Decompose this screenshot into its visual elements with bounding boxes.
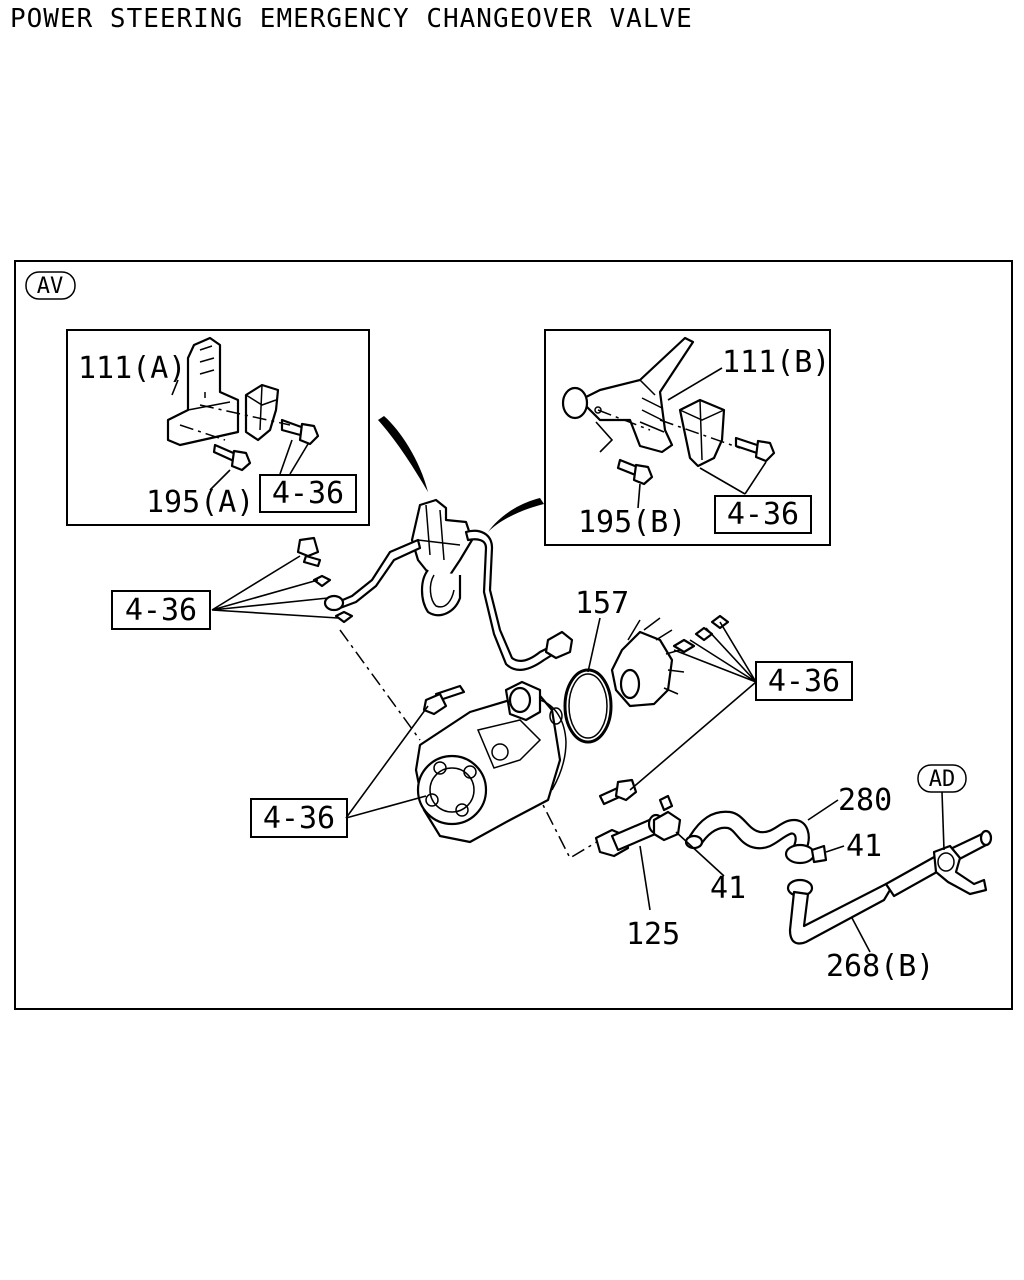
centerline-2 xyxy=(509,739,601,860)
label-41-right: 41 xyxy=(846,829,882,864)
banjo-fitting-icon xyxy=(323,594,345,612)
hardware-upper-left xyxy=(296,536,354,624)
clamp-a-icon xyxy=(244,383,280,442)
label-ref-a: 4-36 xyxy=(272,476,344,511)
callout-ref-lower-left: 4-36 xyxy=(263,801,335,836)
clamp-b-icon xyxy=(678,398,726,468)
hose-280-icon xyxy=(688,810,810,852)
washer-icon xyxy=(312,574,332,588)
callout-ref-upper-left: 4-36 xyxy=(125,593,197,628)
grommet-icon xyxy=(561,386,589,420)
hose-clip-upper-icon xyxy=(652,794,682,842)
callout-box-lower-left xyxy=(250,798,348,838)
label-41-lower: 41 xyxy=(710,871,746,906)
callout-ref-right: 4-36 xyxy=(768,664,840,699)
label-268b: 268(B) xyxy=(826,949,934,984)
hose-clip-lower-icon xyxy=(784,843,828,865)
tube-clamp-icon xyxy=(932,844,988,896)
label-111b: 111(B) xyxy=(722,345,830,380)
label-ref-b: 4-36 xyxy=(727,497,799,532)
label-111a: 111(A) xyxy=(78,351,186,386)
bracket-a-icon xyxy=(166,336,240,447)
o-ring-icon xyxy=(563,668,613,744)
label-280: 280 xyxy=(838,783,892,818)
diagram-frame xyxy=(14,260,1013,1010)
inset-a: 111(A) 195(A) 4-36 xyxy=(66,329,370,526)
callout-box-upper-left xyxy=(111,590,211,630)
callout-box-right xyxy=(755,661,853,701)
pump-icon xyxy=(414,680,567,844)
label-195b: 195(B) xyxy=(578,505,686,540)
pipe-nut-icon xyxy=(544,630,574,660)
inset-a-pointer xyxy=(378,416,428,492)
changeover-valve-icon xyxy=(323,498,574,671)
rotor-gear-icon xyxy=(610,614,730,708)
centerline-1 xyxy=(339,629,421,741)
rotor-washer-1-icon xyxy=(672,638,696,654)
inset-b-pointer xyxy=(488,498,544,532)
view-tag: AV xyxy=(25,271,76,300)
page-title: POWER STEERING EMERGENCY CHANGEOVER VALV… xyxy=(10,4,693,34)
eye-bolt-icon xyxy=(296,536,320,558)
ref-tag-label: AD xyxy=(929,767,956,792)
label-195a: 195(A) xyxy=(146,485,254,520)
view-tag-label: AV xyxy=(37,274,64,299)
label-157: 157 xyxy=(575,586,629,621)
label-125: 125 xyxy=(626,917,680,952)
ref-tag-ad: AD xyxy=(917,764,967,851)
inset-b: 111(B) 195(B) 4-36 xyxy=(544,329,831,546)
